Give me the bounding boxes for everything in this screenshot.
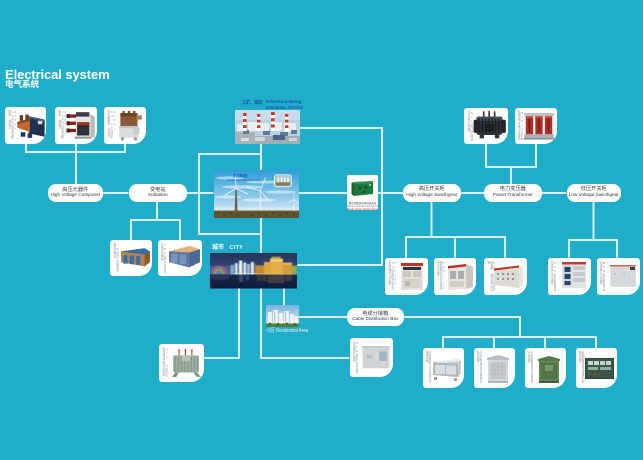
svg-text:Wind Power Generation Plant: Wind Power Generation Plant xyxy=(227,178,261,182)
svg-text:风力发电站: 风力发电站 xyxy=(233,173,248,178)
